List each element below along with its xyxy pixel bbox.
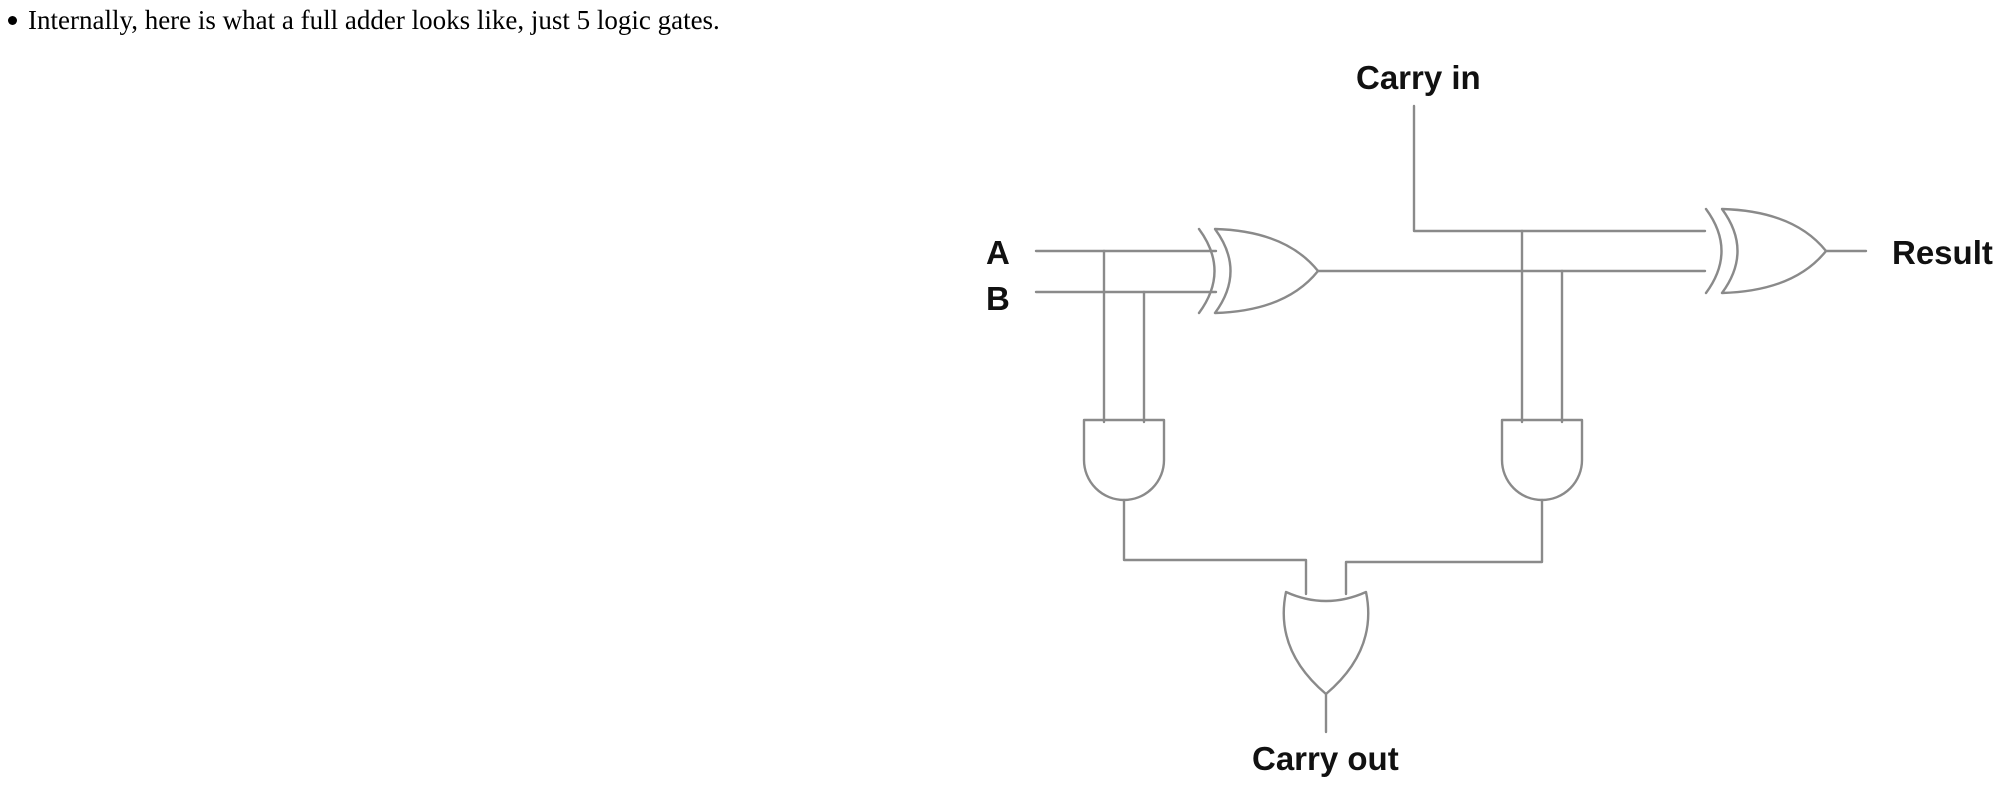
label-carry-out-text: Carry out bbox=[1252, 740, 1399, 777]
xor-gate-2 bbox=[1704, 207, 1828, 295]
bullet-dot bbox=[8, 16, 17, 26]
wire-and1-out bbox=[1122, 498, 1308, 596]
label-result: Result bbox=[1892, 234, 1993, 271]
wire-carry-in bbox=[1412, 104, 1707, 233]
wire-and2-out bbox=[1344, 498, 1544, 596]
and-gate-2 bbox=[1500, 418, 1584, 502]
label-a: A bbox=[986, 234, 1010, 271]
label-carry-in: Carry in bbox=[1356, 59, 1481, 96]
bullet-item: Internally, here is what a full adder lo… bbox=[8, 2, 720, 38]
and-gate-1 bbox=[1082, 418, 1166, 502]
bullet-text: Internally, here is what a full adder lo… bbox=[28, 5, 720, 35]
xor-gate-1 bbox=[1197, 227, 1320, 315]
or-gate bbox=[1282, 590, 1370, 696]
label-b: B bbox=[986, 280, 1010, 317]
wires bbox=[1034, 104, 1868, 734]
